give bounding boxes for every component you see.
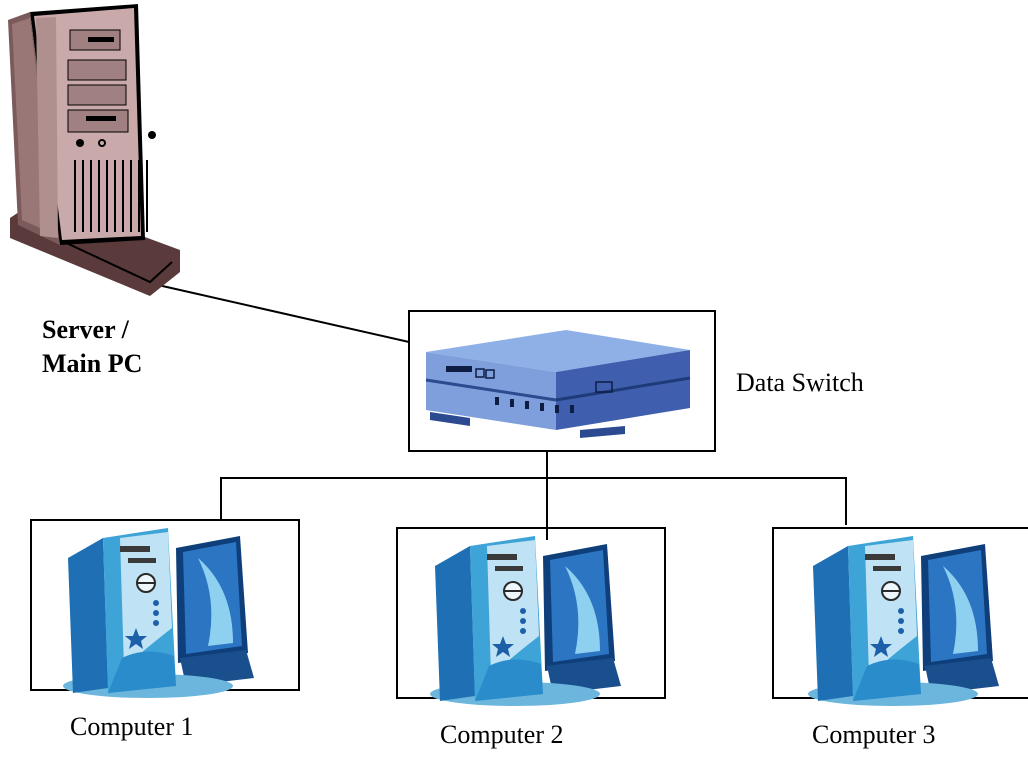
switch-label: Data Switch: [736, 368, 864, 397]
computer-2-label: Computer 2: [440, 720, 564, 749]
connector-server-switch: [157, 284, 410, 343]
connector-bus: [220, 477, 847, 525]
server-label-line1: Server /: [42, 315, 129, 344]
desktop-computer-icon: [807, 535, 1000, 707]
server-tower-icon: [8, 4, 180, 296]
desktop-computer-icon: [429, 535, 622, 707]
computer-1-label: Computer 1: [70, 712, 194, 741]
computer-3-label: Computer 3: [812, 720, 936, 749]
desktop-computer-icon: [62, 527, 255, 699]
network-switch-icon: [425, 330, 691, 438]
server-label-line2: Main PC: [42, 349, 143, 378]
